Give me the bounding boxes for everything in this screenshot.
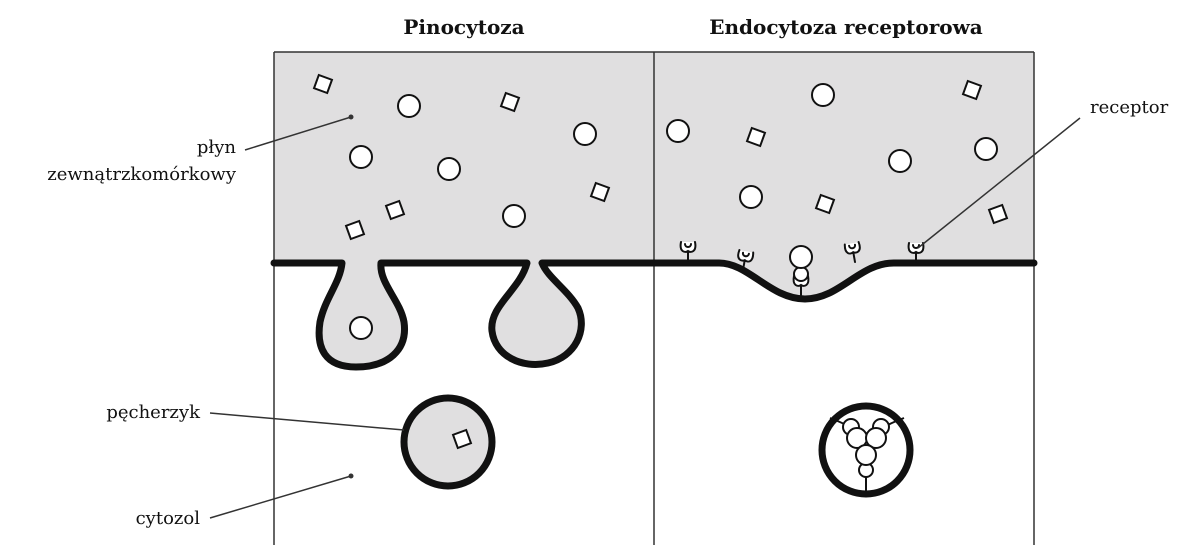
leader-dot-cytosol — [349, 474, 354, 479]
particle-circle — [740, 186, 762, 208]
receptor-endocytosis-title: Endocytoza receptorowa — [709, 15, 983, 39]
label-extracellular-fluid-line1: płyn — [197, 137, 237, 158]
particle-circle — [438, 158, 460, 180]
label-vesicle: pęcherzyk — [106, 402, 201, 423]
leader-cytosol — [210, 476, 351, 518]
extracellular-fluid-left — [274, 52, 654, 367]
pinocytosis-title: Pinocytoza — [403, 15, 524, 39]
leader-vesicle — [210, 413, 404, 430]
particle-circle — [667, 120, 689, 142]
label-receptor: receptor — [1090, 97, 1169, 118]
particle-circle — [574, 123, 596, 145]
particle-circle — [889, 150, 911, 172]
pinocytic-vesicle — [404, 398, 492, 486]
label-extracellular-fluid-line2: zewnątrzkomórkowy — [47, 164, 237, 185]
particle-circle-in-pit — [350, 317, 372, 339]
vesicle-ligand — [856, 445, 876, 465]
particle-circle — [398, 95, 420, 117]
particle-circle — [812, 84, 834, 106]
leader-dot-extracellular — [349, 115, 354, 120]
particle-circle — [350, 146, 372, 168]
label-cytosol: cytozol — [136, 508, 201, 529]
particle-circle — [975, 138, 997, 160]
particle-circle — [503, 205, 525, 227]
